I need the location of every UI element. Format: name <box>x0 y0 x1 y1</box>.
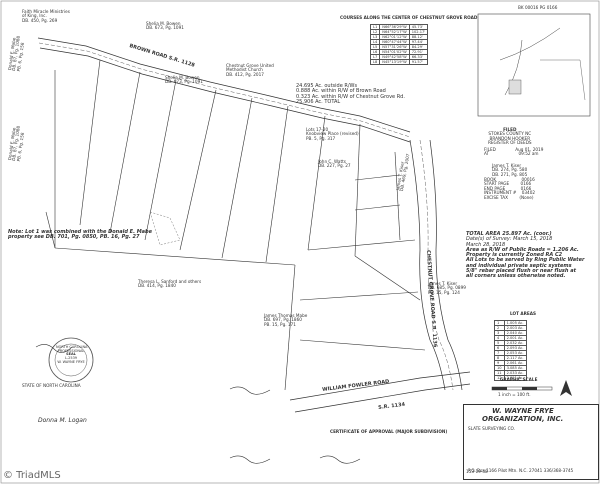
lot-area-cell: 2.003 Ac. <box>503 325 527 331</box>
lot-area-cell: 2.091 Ac. <box>503 375 527 381</box>
note-lot-1: Note: Lot 1 was combined with the Donald… <box>8 229 153 241</box>
lot-area-cell: 2.053 Ac. <box>503 350 527 356</box>
chestnut-grove-road-lines <box>409 139 463 391</box>
filed-details: FILED Aug 01, 2019 AT 09:52 am <box>484 147 544 157</box>
lot-area-cell: 2.033 Ac. <box>503 370 527 376</box>
vicinity-map <box>477 13 591 117</box>
official-signature <box>229 455 271 464</box>
filed-stamp: FILED STOKES COUNTY NC BRANDON HOOKER RE… <box>488 127 532 146</box>
lot-area-cell: 1.005 Ac. <box>503 320 527 326</box>
firm-sub: SLATE SURVEYING CO. <box>468 426 515 431</box>
firm-name: W. WAYNE FRYE <box>492 407 554 415</box>
graphic-scale-label: GRAPHIC SCALE <box>500 377 538 382</box>
firm-address: P.O. Box 1166 Pilot Mtn. N.C. 27041 336/… <box>468 468 574 473</box>
lot-area-cell: 2.001 Ac. <box>503 335 527 341</box>
lot-lines <box>45 59 426 391</box>
chestnut-course-cell: N54°01'02"W <box>379 49 410 55</box>
chestnut-course-cell: 102.17' <box>408 29 429 35</box>
graphic-scale-bar <box>491 386 553 391</box>
approval-signature <box>319 455 361 464</box>
chestnut-course-cell: N57°31'26"W <box>379 44 410 50</box>
lot-area-cell: 2.093 Ac. <box>503 345 527 351</box>
chestnut-course-cell: N45°13'19"W <box>379 59 410 65</box>
county-label: STATE OF NORTH CAROLINA <box>22 383 81 388</box>
filed-details-2: BOOK 00016 START PAGE 0166 END PAGE 0166… <box>484 177 536 200</box>
owner-signature <box>229 386 271 395</box>
watermark: © TriadMLS <box>3 470 61 481</box>
chestnut-course-cell: L8 <box>369 59 381 65</box>
firm-org: ORGANIZATION, INC. <box>482 415 564 423</box>
chestnut-course-cell: N60°47'44"W <box>379 39 410 45</box>
lot-area-cell: 2.032 Ac. <box>503 340 527 346</box>
chestnut-table-title: COURSES ALONG THE CENTER OF CHESTNUT GRO… <box>340 15 478 20</box>
chestnut-course-cell: N49°42'58"W <box>379 54 410 60</box>
chestnut-course-cell: N64°52'17"W <box>379 29 410 35</box>
lot-area-cell: 3.085 Ac. <box>503 365 527 371</box>
lot-area-cell: 2.117 Ac. <box>503 355 527 361</box>
certificate-approval: CERTIFICATE OF APPROVAL (MAJOR SUBDIVISI… <box>330 429 448 434</box>
lot-areas-title: LOT AREAS <box>510 311 536 316</box>
book-page-header: BK 00016 PG 0166 <box>518 5 558 10</box>
notary-signature: Donna M. Logan <box>38 417 87 424</box>
chestnut-course-cell: N66°36'29"W <box>379 24 410 30</box>
survey-notes: TOTAL AREA 25.897 Ac. (coor.) Date(s) of… <box>466 231 585 279</box>
scale-text: 1 inch = 100 ft. <box>498 392 531 397</box>
north-arrow-icon <box>560 380 572 396</box>
william-fowler-road-lines <box>289 371 471 413</box>
lot-area-cell: 2.040 Ac. <box>503 330 527 336</box>
chestnut-course-cell: 91.57' <box>408 59 429 65</box>
brown-road-lines <box>37 37 411 143</box>
lot-area-cell: 2.061 Ac. <box>503 360 527 366</box>
surveyor-signature <box>35 344 73 353</box>
chestnut-course-cell: N62°01'12"W <box>379 34 410 40</box>
drawing-number: 153-19-38 <box>466 469 488 474</box>
title-block: W. WAYNE FRYE ORGANIZATION, INC. SLATE S… <box>463 404 599 480</box>
seal-stamp <box>48 337 94 383</box>
